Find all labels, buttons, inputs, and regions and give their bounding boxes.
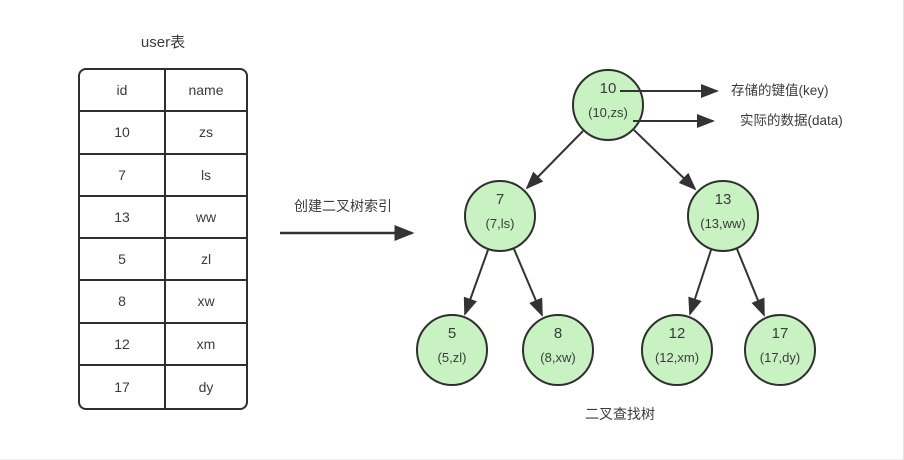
table-title: user表	[140, 34, 186, 51]
node-data: (10,zs)	[588, 105, 628, 120]
table-cell-name: xm	[166, 324, 246, 366]
table-cell-id: 17	[80, 365, 166, 408]
table-cell-name: zl	[166, 239, 246, 282]
tree-node-5: 5 (5,zl)	[416, 314, 488, 386]
create-index-label: 创建二叉树索引	[294, 198, 392, 214]
node-data: (7,ls)	[485, 216, 515, 231]
edge-13-to-17	[736, 248, 765, 317]
tree-node-8: 8 (8,xw)	[522, 314, 594, 386]
table-cell-id: 10	[80, 112, 166, 155]
node-data: (17,dy)	[759, 350, 801, 365]
node-key: 12	[668, 325, 686, 342]
node-key: 17	[771, 325, 789, 342]
table-cell-id: 5	[80, 239, 166, 282]
table-cell-name: ww	[166, 197, 246, 239]
table-cell-id: 8	[80, 281, 166, 324]
node-key: 8	[553, 325, 563, 342]
node-data: (13,ww)	[700, 216, 746, 231]
node-key: 13	[714, 191, 732, 208]
edge-7-to-8	[513, 248, 543, 317]
table-cell-name: xw	[166, 281, 246, 324]
table-cell-id: 12	[80, 323, 166, 366]
tree-node-7: 7 (7,ls)	[464, 180, 536, 252]
table-cell-id: 13	[80, 196, 166, 239]
node-data: (8,xw)	[540, 350, 576, 365]
node-key: 10	[599, 80, 617, 97]
key-annotation-label: 存储的键值(key)	[731, 83, 829, 98]
node-key: 5	[447, 325, 457, 342]
edge-13-to-12	[688, 249, 712, 316]
tree-node-17: 17 (17,dy)	[744, 314, 816, 386]
node-key: 7	[495, 191, 505, 208]
tree-node-12: 12 (12,xm)	[641, 314, 713, 386]
table-cell-name: ls	[166, 155, 246, 197]
table-header-name: name	[166, 70, 246, 113]
data-annotation-label: 实际的数据(data)	[740, 113, 843, 128]
table-cell-id: 7	[80, 154, 166, 197]
user-table: id name 10 zs 7 ls 13 ww 5 zl 8 xw 12 xm…	[78, 68, 248, 410]
tree-node-13: 13 (13,ww)	[687, 180, 759, 252]
edge-7-to-5	[463, 249, 489, 316]
tree-node-root: 10 (10,zs)	[572, 69, 644, 141]
table-cell-name: zs	[166, 112, 246, 155]
table-cell-name: dy	[198, 378, 214, 395]
edge-root-to-13	[633, 129, 697, 191]
tree-caption: 二叉查找树	[585, 406, 655, 422]
table-header-id: id	[80, 70, 166, 113]
node-data: (12,xm)	[654, 350, 700, 365]
edge-root-to-7	[525, 130, 584, 190]
node-data: (5,zl)	[437, 350, 467, 365]
